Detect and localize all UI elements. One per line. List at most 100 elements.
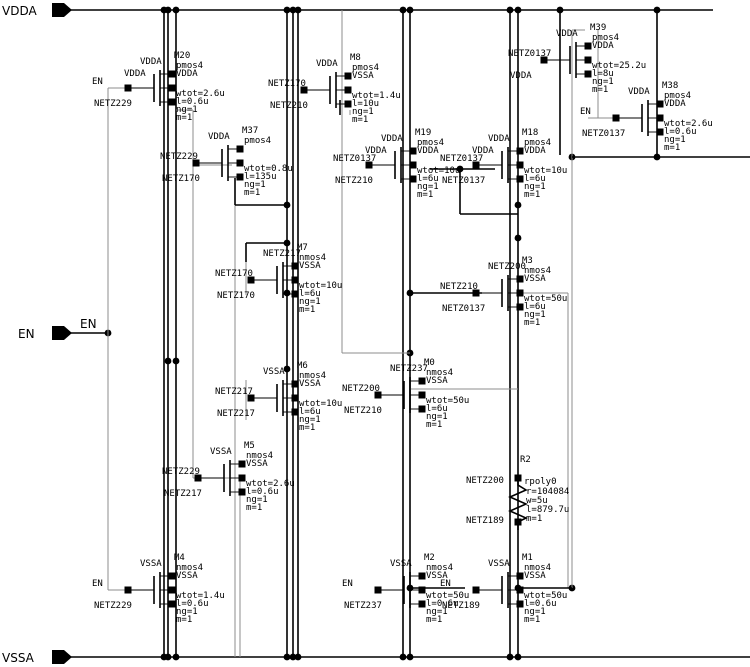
device-param: m=1 xyxy=(426,420,442,430)
transistor-m5[interactable]: M5nmos4wtot=2.6ul=0.6ung=1m=1NETZ229NETZ… xyxy=(162,441,295,513)
net-label-gate: NETZ229 xyxy=(160,152,198,162)
device-param: m=1 xyxy=(246,503,262,513)
device-param: ng=1 xyxy=(524,310,546,320)
transistor-m0[interactable]: M0nmos4wtot=50ul=6ung=1m=1NETZ200NETZ210… xyxy=(342,358,469,430)
device-param: wtot=10u xyxy=(299,281,342,291)
device-name: M1 xyxy=(522,553,533,563)
net-label-bulk: VDDA xyxy=(592,41,614,51)
net-label-source: VSSA xyxy=(140,559,162,569)
resistor-param: m=1 xyxy=(526,514,542,524)
net-label-source: VSSA xyxy=(488,559,510,569)
net-label-bulk: VSSA xyxy=(524,571,546,581)
net-label-drain: NETZ210 xyxy=(344,406,382,416)
net-label-gate: NETZ200 xyxy=(342,384,380,394)
transistor-m39[interactable]: M39pmos4wtot=25.2ul=8ung=1m=1NETZ0137VDD… xyxy=(508,23,646,95)
vdd-rail[interactable] xyxy=(52,3,713,17)
resistor-r2[interactable]: R2rpoly0r=104084w=5ul=879.7um=1NETZ200NE… xyxy=(466,455,569,526)
device-param: l=6u xyxy=(524,174,546,184)
transistor-m8[interactable]: M8pmos4wtot=1.4ul=10ung=1m=1NETZ170NETZ2… xyxy=(268,53,401,125)
device-param: m=1 xyxy=(176,615,192,625)
device-model: nmos4 xyxy=(524,266,551,276)
en-port[interactable] xyxy=(52,326,108,340)
net-label-gate: EN xyxy=(92,77,103,87)
device-param: l=0.6u xyxy=(176,599,209,609)
device-name: M19 xyxy=(415,128,431,138)
device-name: M7 xyxy=(297,243,308,253)
device-param: m=1 xyxy=(664,143,680,153)
device-param: wtot=0.8u xyxy=(244,164,293,174)
device-param: wtot=25.2u xyxy=(592,61,646,71)
device-param: wtot=10u xyxy=(524,166,567,176)
net-label-source: VSSA xyxy=(210,447,232,457)
transistor-m1[interactable]: M1nmos4wtot=50ul=0.6ung=1m=1ENNETZ189VSS… xyxy=(440,553,567,625)
device-param: wtot=50u xyxy=(524,591,567,601)
device-param: l=0.6u xyxy=(246,487,279,497)
device-name: M8 xyxy=(350,53,361,63)
device-param: l=6u xyxy=(426,404,448,414)
device-name: M38 xyxy=(662,81,678,91)
device-model: nmos4 xyxy=(299,371,326,381)
device-param: wtot=10u xyxy=(417,166,460,176)
transistor-m37[interactable]: M37pmos4wtot=0.8ul=135ung=1m=1NETZ229NET… xyxy=(160,126,293,198)
resistor-name: R2 xyxy=(520,455,531,465)
net-label-gate: NETZ217 xyxy=(215,387,253,397)
device-param: l=6u xyxy=(524,302,546,312)
net-label-drain: NETZ170 xyxy=(162,174,200,184)
vss-pin-label: VSSA xyxy=(2,651,35,665)
device-param: l=8u xyxy=(592,69,614,79)
device-name: M20 xyxy=(174,51,190,61)
transistor-m20[interactable]: M20pmos4wtot=2.6ul=0.6ung=1m=1ENNETZ229V… xyxy=(92,51,225,123)
transistor-m7[interactable]: M7nmos4wtot=10ul=6ung=1m=1NETZ170NETZ170… xyxy=(215,243,342,315)
transistor-m6[interactable]: M6nmos4wtot=10ul=6ung=1m=1NETZ217NETZ217… xyxy=(215,361,342,433)
device-name: M39 xyxy=(590,23,606,33)
device-param: m=1 xyxy=(244,188,260,198)
device-param: l=0.6u xyxy=(664,127,697,137)
net-label-gate: NETZ229 xyxy=(162,467,200,477)
transistor-m2[interactable]: M2nmos4wtot=50ul=0.6ung=1m=1ENNETZ237VSS… xyxy=(342,553,469,625)
transistor-m3[interactable]: M3nmos4wtot=50ul=6ung=1m=1NETZ210NETZ013… xyxy=(440,256,567,328)
device-param: l=6u xyxy=(299,407,321,417)
transistor-m19[interactable]: M19pmos4wtot=10ul=6ung=1m=1NETZ0137NETZ2… xyxy=(333,128,460,200)
device-param: m=1 xyxy=(176,113,192,123)
transistor-m38[interactable]: M38pmos4wtot=2.6ul=0.6ung=1m=1ENNETZ0137… xyxy=(580,81,713,153)
device-model: pmos4 xyxy=(244,136,271,146)
net-label-source: VDDA xyxy=(208,132,230,142)
net-label-source: VDDA xyxy=(316,59,338,69)
device-param: wtot=50u xyxy=(426,591,469,601)
net-label-extra: VDDA xyxy=(472,146,494,156)
transistor-m18[interactable]: M18pmos4wtot=10ul=6ung=1m=1NETZ0137NETZ0… xyxy=(440,128,567,200)
device-param: ng=1 xyxy=(299,297,321,307)
net-label-drain: NETZ237 xyxy=(344,601,382,611)
net-label-bulk: VDDA xyxy=(176,69,198,79)
device-param: ng=1 xyxy=(417,182,439,192)
net-label-bulk: VSSA xyxy=(352,71,374,81)
device-model: nmos4 xyxy=(299,253,326,263)
device-model: nmos4 xyxy=(426,563,453,573)
device-param: l=0.6u xyxy=(176,97,209,107)
device-param: ng=1 xyxy=(176,105,198,115)
net-label-extra: VDDA xyxy=(124,69,146,79)
device-param: l=0.6u xyxy=(426,599,459,609)
device-model: nmos4 xyxy=(176,563,203,573)
device-param: wtot=10u xyxy=(299,399,342,409)
net-label-source: NETZ217 xyxy=(263,249,301,259)
net-label-bulk: VDDA xyxy=(664,99,686,109)
device-param: m=1 xyxy=(426,615,442,625)
net-label-drain: NETZ229 xyxy=(94,601,132,611)
transistor-m4[interactable]: M4nmos4wtot=1.4ul=0.6ung=1m=1ENNETZ229VS… xyxy=(92,553,225,625)
device-param: wtot=1.4u xyxy=(176,591,225,601)
device-param: ng=1 xyxy=(592,77,614,87)
net-label-source: VDDA xyxy=(488,134,510,144)
device-param: wtot=50u xyxy=(524,294,567,304)
device-name: M0 xyxy=(424,358,435,368)
net-label-drain: NETZ210 xyxy=(335,176,373,186)
net-label-bulk: VSSA xyxy=(426,376,448,386)
device-name: M3 xyxy=(522,256,533,266)
device-param: m=1 xyxy=(524,615,540,625)
device-model: pmos4 xyxy=(417,138,444,148)
device-model: pmos4 xyxy=(664,91,691,101)
net-label-bulk: VSSA xyxy=(426,571,448,581)
net-label-top: NETZ200 xyxy=(466,476,504,486)
device-model: nmos4 xyxy=(524,563,551,573)
